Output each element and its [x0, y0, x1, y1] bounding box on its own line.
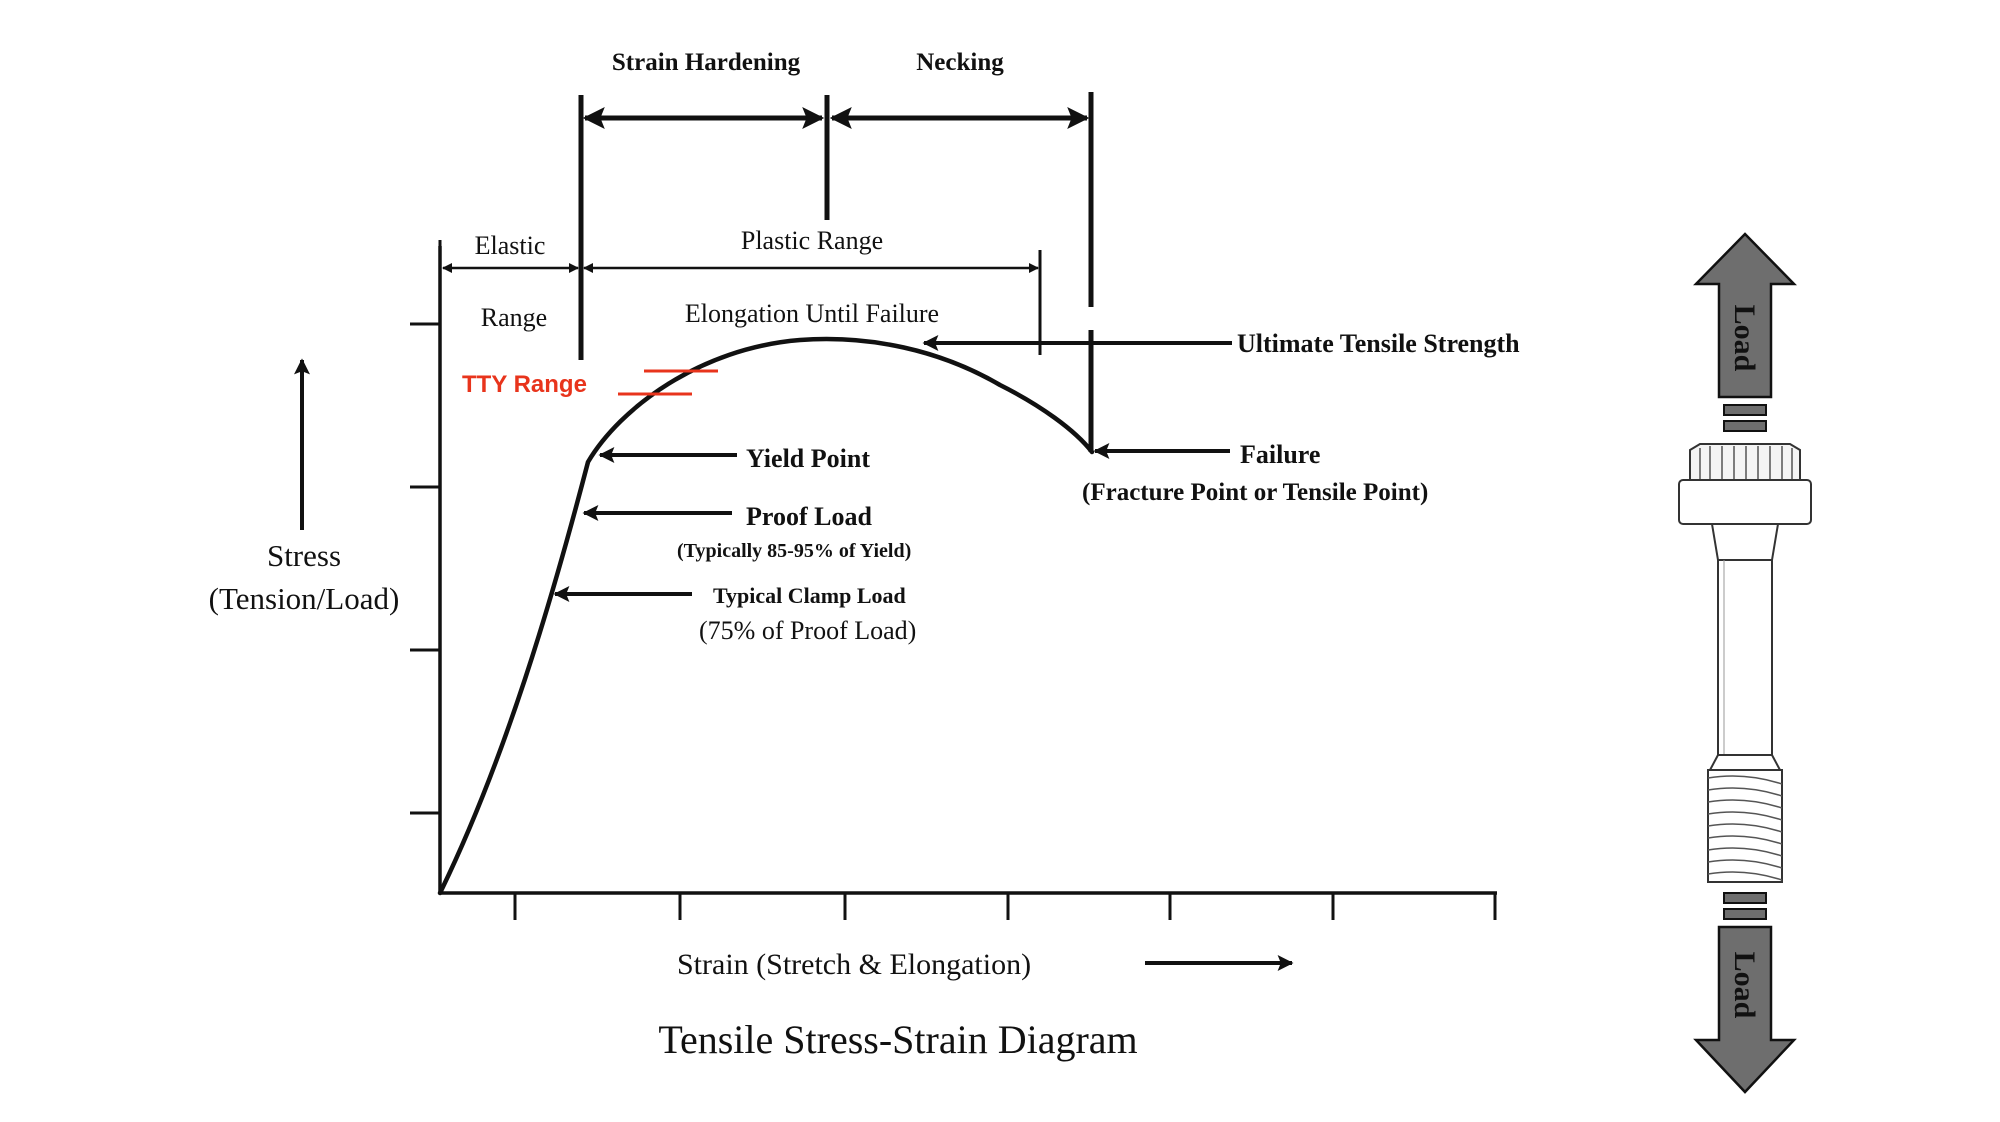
typical-clamp-load-label: Typical Clamp Load — [713, 583, 906, 608]
bolt-illustration: Load — [1678, 232, 1812, 1094]
strain-axis-label: Strain (Stretch & Elongation) — [677, 948, 1031, 981]
load-top-label: Load — [1728, 305, 1761, 372]
y-axis-ticks — [410, 322, 440, 815]
necking-label: Necking — [916, 49, 1004, 76]
bolt-icon — [1678, 443, 1812, 883]
load-arrow-down-icon: Load — [1693, 892, 1797, 1094]
proof-load-note: (Typically 85-95% of Yield) — [677, 540, 911, 562]
stress-axis-label: Stress — [267, 538, 341, 573]
yield-point-label: Yield Point — [746, 444, 870, 473]
tty-range-marks — [618, 369, 718, 396]
elastic-label: Elastic — [475, 231, 546, 260]
ultimate-tensile-strength-label: Ultimate Tensile Strength — [1237, 329, 1520, 358]
stress-strain-curve — [437, 336, 1095, 896]
tty-range-label: TTY Range — [462, 371, 587, 398]
proof-load-label: Proof Load — [746, 502, 872, 531]
x-axis-ticks — [513, 893, 1497, 920]
failure-note: (Fracture Point or Tensile Point) — [1082, 479, 1428, 506]
axes — [438, 246, 1497, 895]
range-label: Range — [481, 303, 547, 332]
diagram-title: Tensile Stress-Strain Diagram — [658, 1017, 1137, 1062]
strain-hardening-label: Strain Hardening — [612, 49, 801, 76]
plastic-range-label: Plastic Range — [741, 226, 883, 255]
failure-label: Failure — [1240, 440, 1320, 469]
tension-load-axis-label: (Tension/Load) — [209, 581, 400, 616]
elongation-until-failure-label: Elongation Until Failure — [685, 299, 939, 328]
load-arrow-up-icon: Load — [1693, 232, 1797, 432]
region-dividers — [438, 92, 1094, 452]
load-bottom-label: Load — [1728, 952, 1761, 1019]
clamp-load-note: (75% of Proof Load) — [699, 616, 916, 645]
